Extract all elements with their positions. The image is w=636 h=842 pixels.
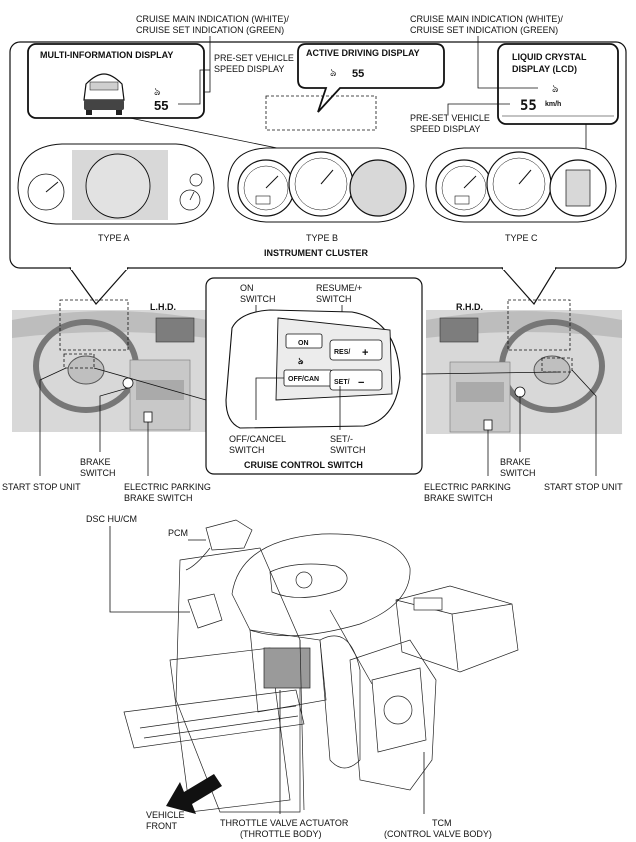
set-switch-line2: SWITCH [330, 445, 366, 455]
rhd-interior [426, 299, 622, 434]
lcd-speed-value: 55 [520, 98, 537, 114]
adr-projection-area [265, 95, 377, 131]
sw-res-label: RES/ [334, 349, 350, 356]
start-stop-left: START STOP UNIT [2, 482, 81, 492]
active-driving-display-title: ACTIVE DRIVING DISPLAY [306, 48, 420, 58]
cruise-icon: ঌ [552, 83, 559, 95]
type-a-label: TYPE A [98, 233, 130, 243]
active-driving-display-callout [297, 43, 445, 113]
tcm-line2: (CONTROL VALVE BODY) [384, 829, 492, 839]
off-cancel-line1: OFF/CANCEL [229, 434, 286, 444]
steering-switch-unit [225, 309, 401, 429]
on-switch-line1: ON [240, 283, 254, 293]
sw-minus-label: − [358, 377, 364, 389]
epb-right-line2: BRAKE SWITCH [424, 493, 493, 503]
brake-switch-left-line1: BRAKE [80, 457, 111, 467]
cluster-type-c [425, 147, 617, 223]
resume-switch-line1: RESUME/+ [316, 283, 362, 293]
on-switch-line2: SWITCH [240, 294, 276, 304]
brake-switch-right-line2: SWITCH [500, 468, 536, 478]
set-switch-line1: SET/- [330, 434, 353, 444]
instrument-cluster-label: INSTRUMENT CLUSTER [264, 248, 368, 258]
vehicle-front-line1: VEHICLE [146, 810, 185, 820]
throttle-line2: (THROTTLE BODY) [240, 829, 322, 839]
engine-compartment [123, 519, 519, 813]
start-stop-right: START STOP UNIT [544, 482, 623, 492]
cruise-icon: ঌ [330, 67, 337, 79]
lcd-title-line1: LIQUID CRYSTAL [512, 52, 587, 62]
brake-switch-left-line2: SWITCH [80, 468, 116, 478]
pcm-label: PCM [168, 528, 188, 538]
vehicle-front-line2: FRONT [146, 821, 177, 831]
preset-speed-left-line1: PRE-SET VEHICLE [214, 53, 294, 63]
cruise-indication-left-line2: CRUISE SET INDICATION (GREEN) [136, 25, 284, 35]
epb-left-line2: BRAKE SWITCH [124, 493, 193, 503]
lcd-callout [497, 43, 619, 125]
sw-set-label: SET/ [334, 379, 350, 386]
brake-switch-right-line1: BRAKE [500, 457, 531, 467]
lcd-speed-unit: km/h [545, 101, 561, 108]
cluster-type-a [17, 143, 215, 225]
lcd-title-line2: DISPLAY (LCD) [512, 64, 577, 74]
preset-speed-right-line2: SPEED DISPLAY [410, 124, 480, 134]
throttle-line1: THROTTLE VALVE ACTUATOR [220, 818, 349, 828]
sw-offcan-label: OFF/CAN [288, 376, 319, 383]
lhd-label: L.H.D. [150, 302, 176, 312]
preset-speed-left-line2: SPEED DISPLAY [214, 64, 284, 74]
tcm-line1: TCM [432, 818, 452, 828]
type-b-label: TYPE B [306, 233, 338, 243]
cluster-type-b [227, 147, 415, 223]
resume-switch-line2: SWITCH [316, 294, 352, 304]
mid-speed-value: 55 [154, 98, 168, 113]
arrow-icon [166, 774, 222, 814]
lhd-interior [12, 299, 208, 432]
dsc-label: DSC HU/CM [86, 514, 137, 524]
car-icon [83, 73, 125, 115]
sw-plus-label: + [362, 347, 368, 359]
epb-right-line1: ELECTRIC PARKING [424, 482, 511, 492]
rhd-label: R.H.D. [456, 302, 483, 312]
cruise-indication-left-line1: CRUISE MAIN INDICATION (WHITE)/ [136, 14, 289, 24]
off-cancel-line2: SWITCH [229, 445, 265, 455]
cruise-control-switch-label: CRUISE CONTROL SWITCH [244, 460, 363, 470]
cruise-icon: ঌ [154, 86, 161, 98]
sw-on-label: ON [298, 340, 309, 347]
multi-info-display-title: MULTI-INFORMATION DISPLAY [40, 50, 173, 60]
adr-speed-value: 55 [352, 68, 364, 80]
preset-speed-right-line1: PRE-SET VEHICLE [410, 113, 490, 123]
epb-left-line1: ELECTRIC PARKING [124, 482, 211, 492]
cruise-indication-right-line1: CRUISE MAIN INDICATION (WHITE)/ [410, 14, 563, 24]
type-c-label: TYPE C [505, 233, 538, 243]
cruise-indication-right-line2: CRUISE SET INDICATION (GREEN) [410, 25, 558, 35]
cruise-icon: ঌ [298, 356, 304, 366]
